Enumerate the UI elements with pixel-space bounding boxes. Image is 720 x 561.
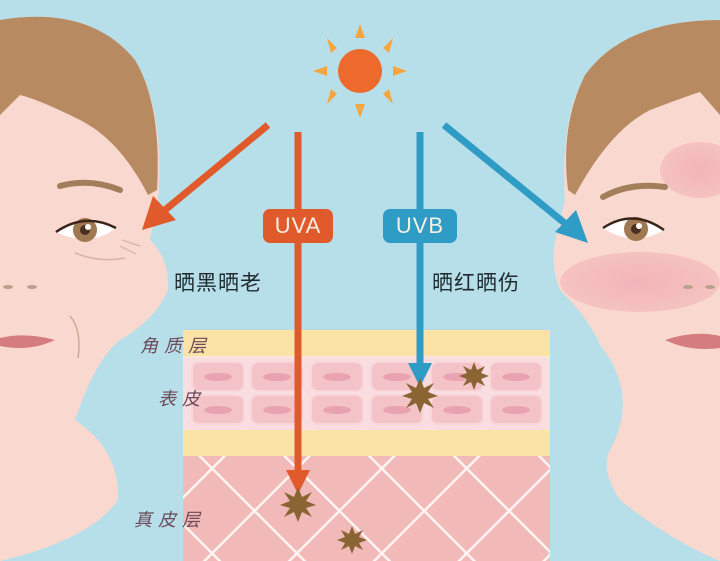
sunburn-patch: [560, 252, 720, 312]
uva-badge: UVA: [263, 209, 333, 243]
damage-star: [337, 526, 367, 554]
uvb-arrows: [408, 122, 588, 387]
sunburn-patch: [660, 142, 720, 198]
damage-star: [402, 378, 438, 413]
dermis-layer: [183, 456, 550, 561]
stratum-corneum-layer: [183, 330, 550, 356]
skin-cross-section: [183, 330, 550, 561]
dermis-label: 真皮层: [134, 510, 206, 531]
damage-star: [459, 362, 489, 390]
damage-star: [280, 487, 316, 522]
lips: [665, 333, 720, 349]
basal-layer: [183, 430, 550, 456]
hair: [0, 16, 158, 196]
sun-icon: [313, 24, 407, 118]
uva-arrows: [142, 122, 310, 494]
uvb-effect-label: 晒红晒伤: [432, 271, 520, 295]
eyebrow: [57, 179, 123, 193]
uva-effect-label: 晒黑晒老: [174, 271, 262, 295]
epidermis-label: 表皮: [158, 389, 206, 410]
eyebrow: [600, 182, 668, 200]
hair: [566, 20, 720, 195]
left-face-aged: [0, 16, 169, 561]
stratum-corneum-label: 角质层: [140, 336, 212, 357]
lips: [0, 335, 55, 348]
uvb-arrow-to-face: [441, 122, 570, 228]
right-face-sunburned: [553, 20, 720, 561]
uva-arrow-to-face: [162, 122, 271, 213]
damage-markers: [280, 362, 489, 554]
uvb-badge: UVB: [383, 209, 457, 243]
